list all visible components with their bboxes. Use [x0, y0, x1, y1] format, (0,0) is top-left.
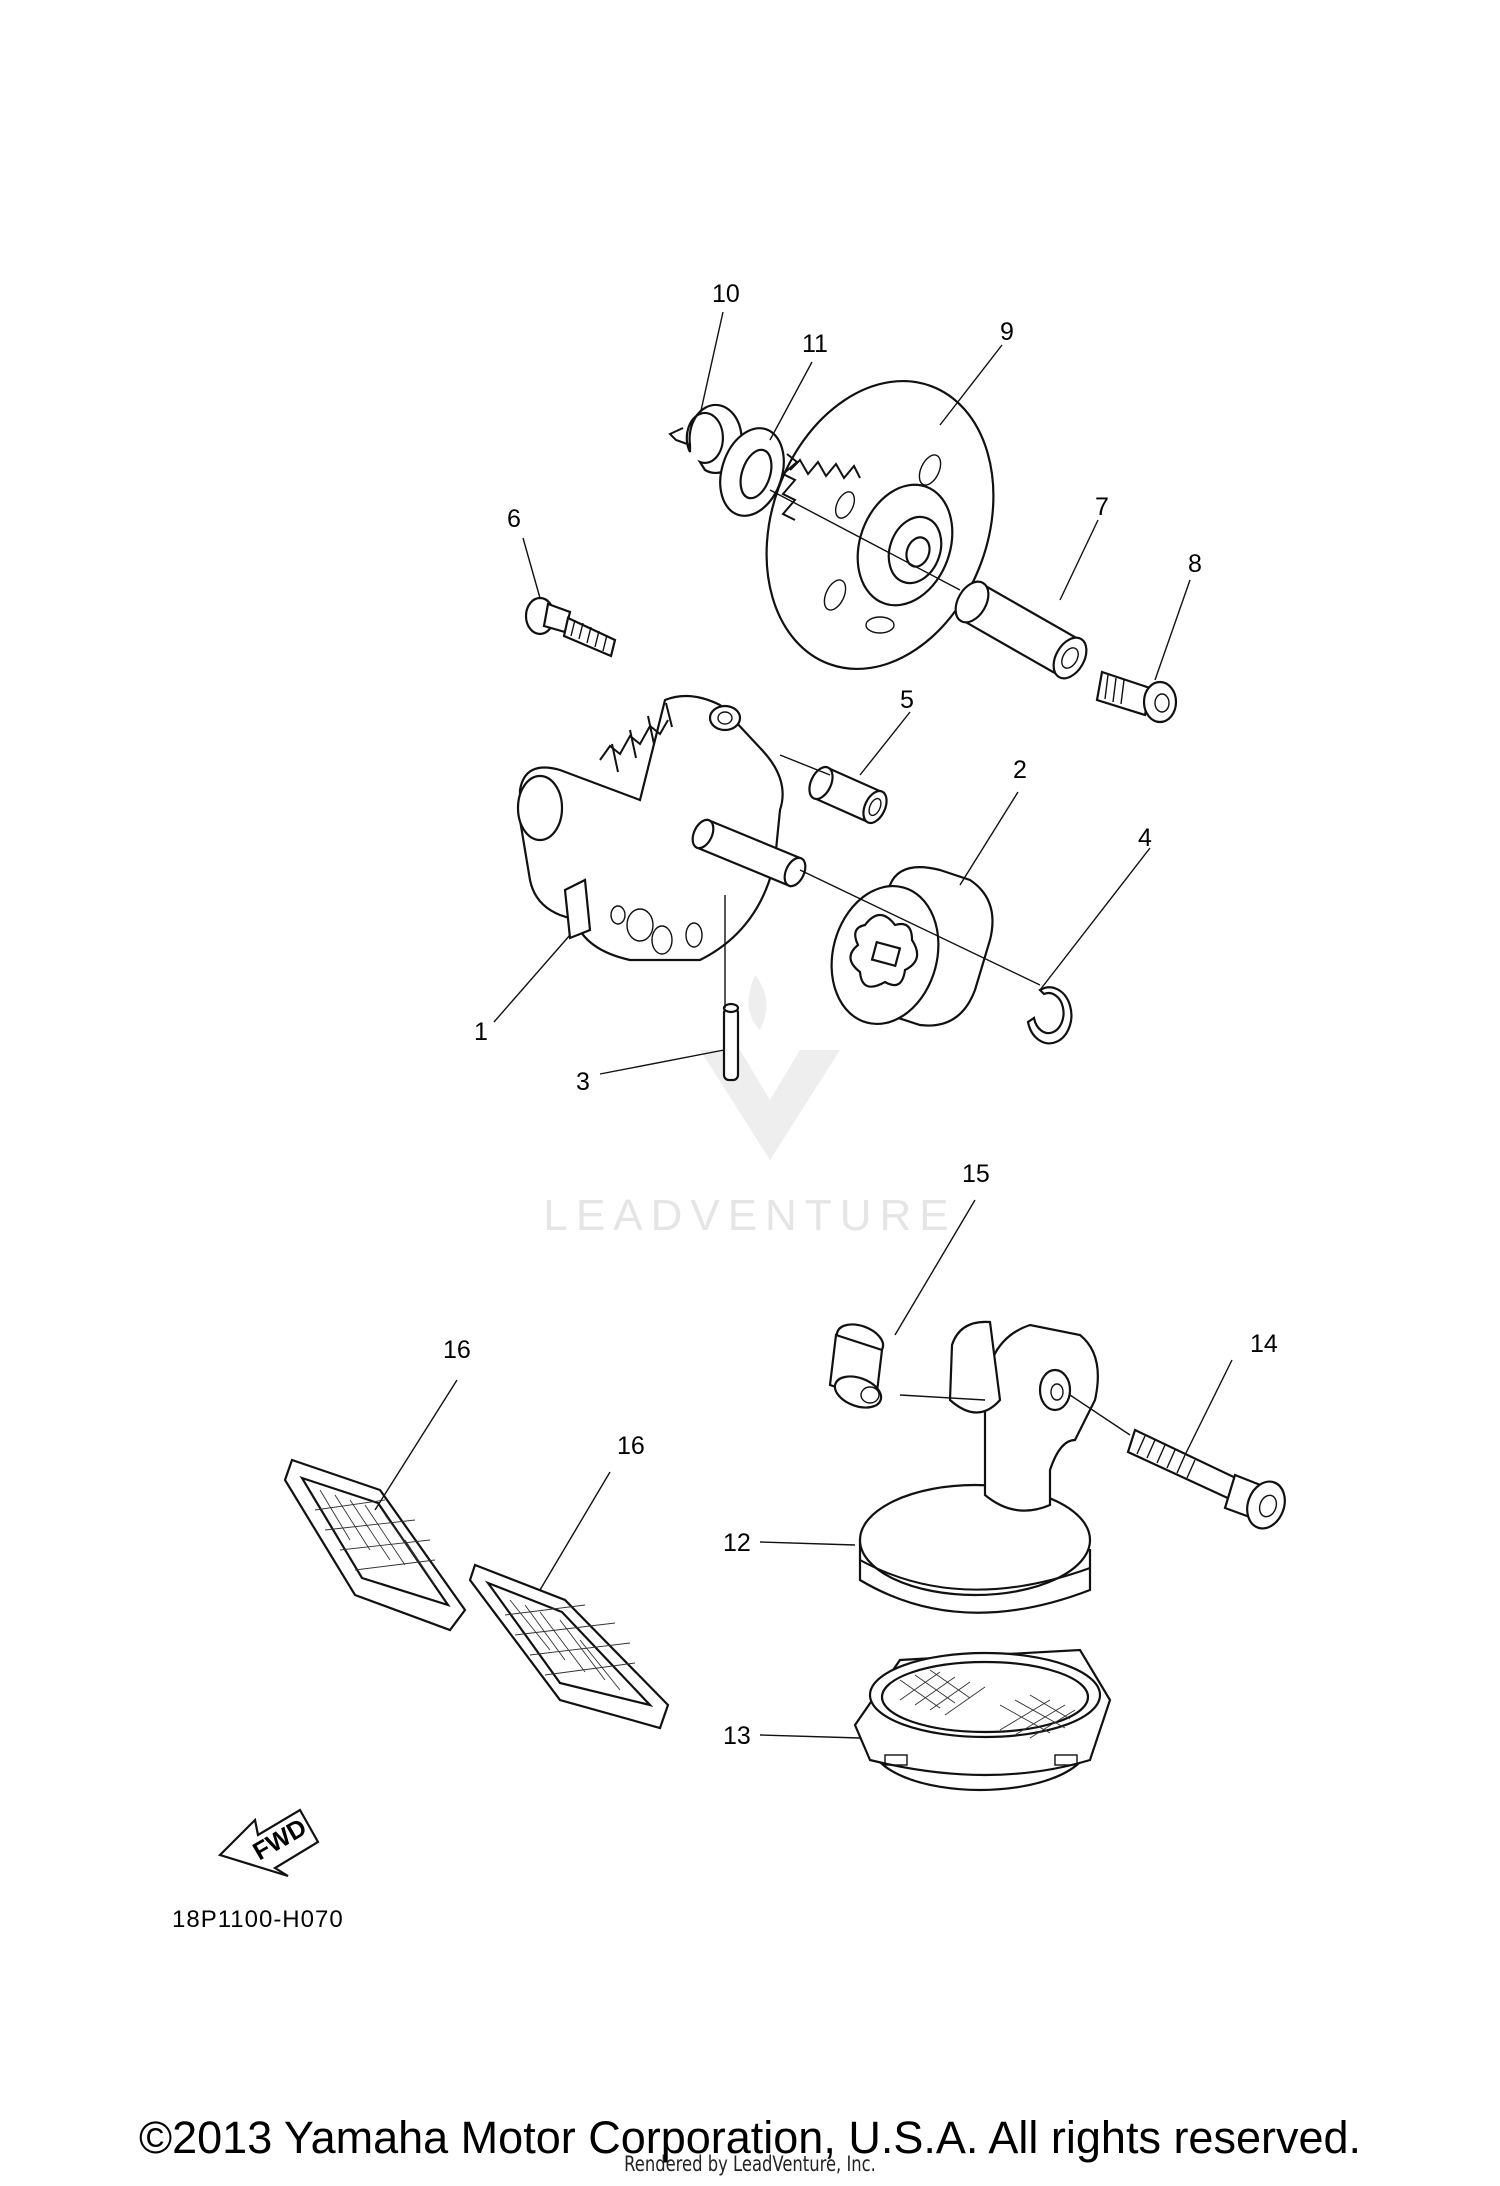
part-screen-13 — [853, 1648, 1112, 1792]
callout-7: 7 — [1095, 493, 1109, 521]
part-clip-4 — [1026, 986, 1073, 1045]
callout-15: 15 — [962, 1160, 990, 1188]
part-bolt-8 — [1095, 670, 1178, 724]
callout-11: 11 — [802, 330, 828, 358]
part-collar-7 — [954, 580, 1088, 680]
part-pin-3 — [722, 1002, 740, 1082]
watermark-text: LEADVENTURE — [543, 1191, 956, 1240]
callout-9: 9 — [1000, 318, 1014, 346]
callout-numbers: 1 2 3 4 5 6 7 8 9 10 11 12 13 14 15 16 1… — [443, 280, 1278, 1750]
callout-4: 4 — [1138, 824, 1152, 852]
callout-2: 2 — [1013, 756, 1027, 784]
part-strainer-12 — [858, 1320, 1099, 1614]
callout-14: 14 — [1250, 1330, 1278, 1358]
part-sleeve-15 — [828, 1323, 885, 1409]
part-plate-16-right — [468, 1563, 670, 1730]
part-bolt-14 — [1126, 1428, 1286, 1530]
callout-16-right: 16 — [617, 1432, 645, 1460]
callout-3: 3 — [576, 1068, 590, 1096]
axis-lines — [769, 489, 1131, 1436]
part-screw-6 — [524, 596, 617, 658]
callout-6: 6 — [507, 505, 521, 533]
part-oil-pump-1 — [516, 694, 784, 962]
part-washer-11 — [719, 427, 785, 517]
fwd-arrow-icon: FWD — [217, 1808, 320, 1878]
callout-8: 8 — [1188, 550, 1202, 578]
part-pump-shaft — [691, 818, 807, 888]
callout-12: 12 — [723, 1529, 751, 1557]
copyright-notice: ©2013 Yamaha Motor Corporation, U.S.A. A… — [138, 2112, 1362, 2163]
callout-16-left: 16 — [443, 1336, 471, 1364]
rendered-by-note: Rendered by LeadVenture, Inc. — [624, 2152, 876, 2176]
callout-13: 13 — [723, 1722, 751, 1750]
callout-10: 10 — [712, 280, 740, 308]
diagram-code: 18P1100-H070 — [172, 1906, 344, 1933]
callout-1: 1 — [474, 1018, 488, 1046]
leader-lines — [374, 311, 1233, 1739]
part-sleeve-5 — [808, 765, 888, 825]
part-gear-9 — [765, 380, 995, 670]
part-rotor-2 — [830, 866, 994, 1027]
part-plate-16-left — [283, 1458, 467, 1632]
callout-5: 5 — [900, 686, 914, 714]
watermark-logo-icon — [700, 1050, 840, 1160]
